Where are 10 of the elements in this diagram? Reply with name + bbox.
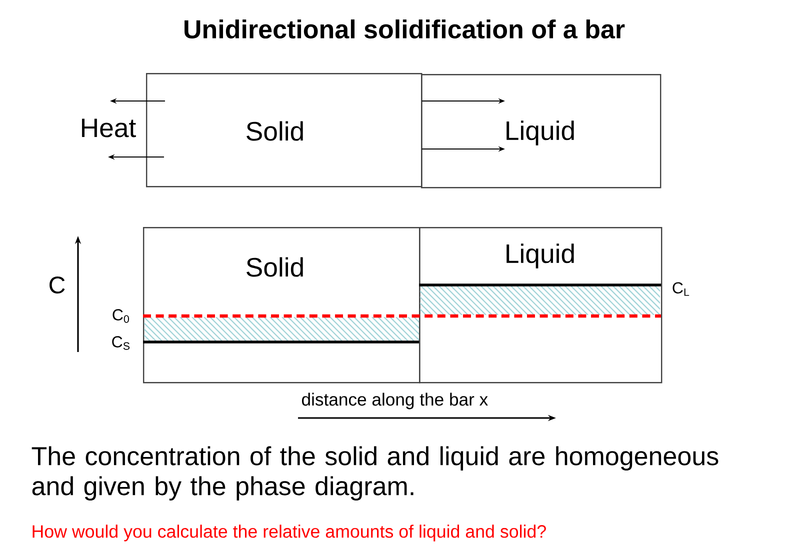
bar-segment-box: Liquid — [419, 227, 662, 384]
axis-label: distance along the bar x — [302, 392, 488, 410]
bar-segment-box: Liquid — [421, 74, 662, 188]
bar-segment-box: Solid — [143, 227, 420, 384]
title: Unidirectional solidification of a bar — [184, 19, 625, 39]
bar-segment-box: Solid — [146, 73, 422, 188]
axis-label: C — [50, 276, 65, 294]
question-text: How would you calculate the relative amounts of liquid and solid? — [32, 524, 546, 542]
explanation-text: The concentration of the solid and liquid are homogeneous and given by the phase diagram. — [32, 446, 718, 500]
concentration-label: C$_{0}$ — [112, 309, 129, 323]
